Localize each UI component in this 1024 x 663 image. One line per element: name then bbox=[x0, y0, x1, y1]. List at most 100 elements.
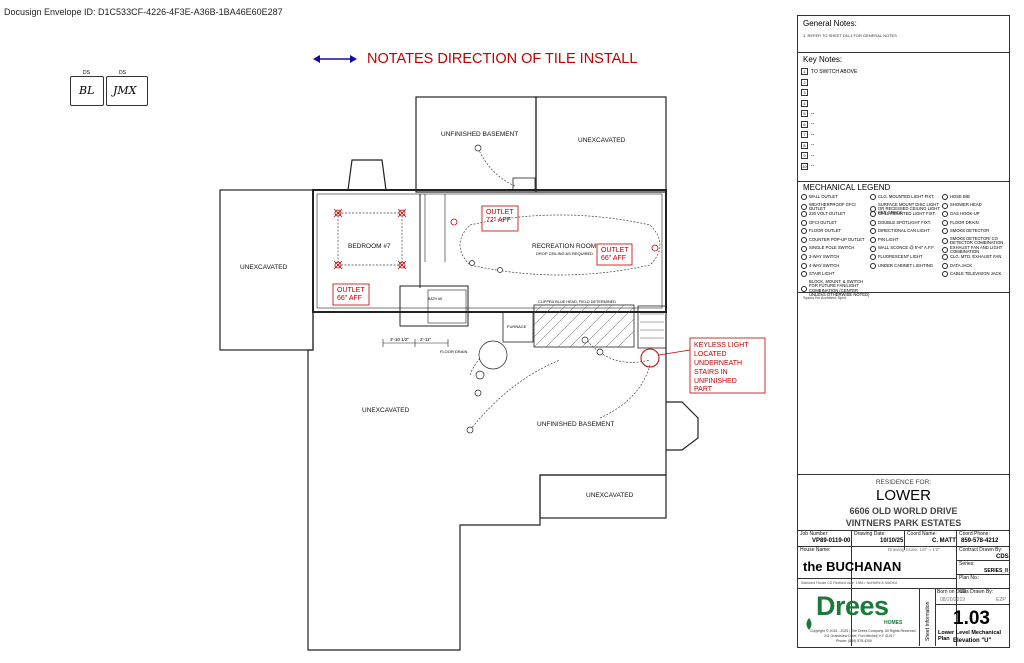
outlet-note-3-line-1: OUTLET bbox=[337, 287, 365, 294]
drees-logo: Drees HOMES bbox=[816, 591, 902, 626]
std-house-note: Standard House CD Revised date: 1984 r N… bbox=[801, 581, 898, 585]
legend-label: CABLE TELEVISION JACK bbox=[950, 271, 1002, 277]
legend-item: GAS HOOK-UP bbox=[942, 210, 980, 218]
legend-item: STAIR LIGHT bbox=[801, 271, 835, 278]
drees-logo-text: Drees bbox=[816, 591, 889, 621]
legend-label: COUNTER POP-UP OUTLET bbox=[809, 236, 865, 242]
coord-phone-label: Coord Phone: bbox=[959, 531, 990, 537]
legend-symbol-icon bbox=[870, 211, 876, 218]
legend-item: 4-WAY SWITCH bbox=[801, 263, 839, 269]
legend-item: SMOKE DETECTOR bbox=[942, 228, 989, 235]
keyless-note-line-4: STAIRS IN bbox=[694, 369, 728, 376]
legend-item: PIN LIGHT bbox=[870, 237, 898, 243]
legend-item: FLOOR OUTLET bbox=[801, 228, 841, 235]
legend-item: SMOKE DETECTOR/ CO DETECTOR COMBINATION bbox=[942, 236, 1009, 246]
legend-item: UNDER CABINET LIGHTING bbox=[870, 263, 933, 269]
legend-label: SHOWER HEAD bbox=[950, 202, 982, 208]
series: SERIES_II bbox=[984, 568, 1008, 574]
legend-item: SINGLE POLE SWITCH bbox=[801, 245, 854, 252]
outlet-note-3-line-2: 66" AFF bbox=[337, 295, 362, 302]
legend-label: GAS HOOK-UP bbox=[950, 210, 980, 216]
outlet-note-1-line-2: 72" AFF bbox=[486, 217, 511, 224]
label-unfinished-basement-top: UNFINISHED BASEMENT bbox=[441, 131, 518, 138]
initial-text-2: JMX bbox=[113, 84, 137, 97]
outlet-note-2-line-1: OUTLET bbox=[601, 247, 629, 254]
legend-item: FLOOR DRAIN bbox=[942, 220, 979, 226]
keyless-note-line-6: PART bbox=[694, 386, 713, 393]
legend-symbol-icon bbox=[801, 262, 807, 269]
legend-symbol-icon bbox=[942, 262, 948, 269]
key-note-item: 10-- bbox=[801, 162, 814, 170]
job-number: VP89-0119-00 bbox=[812, 538, 851, 544]
key-note-text: -- bbox=[811, 142, 815, 148]
envelope-id: Docusign Envelope ID: D1C533CF-4226-4F3E… bbox=[4, 7, 283, 17]
key-note-number: 2 bbox=[801, 78, 808, 86]
plan-no-label: Plan No.: bbox=[959, 575, 980, 581]
legend-symbol-icon bbox=[942, 271, 948, 278]
tile-note: NOTATES DIRECTION OF TILE INSTALL bbox=[367, 51, 638, 67]
general-notes-line-1: 1. REFER TO SHEET DN-1 FOR GENERAL NOTES bbox=[803, 33, 897, 38]
key-note-number: 1 bbox=[801, 68, 808, 75]
sheet-info-label: Sheet Information bbox=[925, 601, 931, 641]
legend-item: 220 VOLT OUTLET bbox=[801, 210, 846, 218]
legend-item: FLUORESCENT LIGHT bbox=[870, 254, 923, 261]
legend-symbol-icon bbox=[870, 237, 876, 243]
label-bedroom: BEDROOM #7 bbox=[348, 243, 391, 250]
legend-symbol-icon bbox=[942, 228, 948, 235]
legend-label: PIN LIGHT bbox=[878, 236, 899, 242]
keyless-note-line-3: UNDERNEATH bbox=[694, 360, 742, 367]
tile-direction-arrow-icon bbox=[313, 55, 357, 63]
key-note-text: -- bbox=[811, 131, 815, 138]
dimension-2: 2'-11" bbox=[420, 337, 432, 342]
legend-item: WALL SCONCE @ 5'-6" A.F.F. bbox=[870, 245, 935, 252]
legend-label: GFCI OUTLET bbox=[809, 219, 837, 225]
legend-label: WALL OUTLET bbox=[809, 193, 838, 199]
legend-symbol-icon bbox=[801, 204, 807, 210]
legend-symbol-icon bbox=[942, 219, 948, 226]
copyright: Copyright © 2015 - 2025 | The Drees Comp… bbox=[810, 629, 917, 633]
key-note-number: 7 bbox=[801, 131, 808, 138]
legend-symbol-icon bbox=[801, 237, 807, 243]
legend-item: DOUBLE SPOTLIGHT FIXT. bbox=[870, 220, 931, 226]
initial-box-1[interactable]: DS BL bbox=[70, 70, 104, 106]
legend-item: WALL OUTLET bbox=[801, 194, 838, 200]
legend-label: DIRECTIONAL CAN LIGHT bbox=[878, 228, 930, 234]
legend-item: SHOWER HEAD bbox=[942, 202, 982, 209]
floor-plan: UNFINISHED BASEMENT UNEXCAVATED UNEXCAVA… bbox=[219, 96, 766, 651]
legend-symbol-icon bbox=[870, 262, 876, 269]
drawing-scale: Drawing Scale: 1/8" = 1'0" bbox=[888, 547, 940, 552]
key-note-item: 6-- bbox=[801, 120, 814, 128]
legend-label: FLOOR DRAIN bbox=[950, 219, 979, 225]
label-unexcavated-bottom: UNEXCAVATED bbox=[586, 492, 634, 499]
legend-symbol-icon bbox=[801, 211, 807, 218]
legend-item: WEATHERPROOF GFCI OUTLET bbox=[801, 202, 871, 212]
legend-label: 220 VOLT OUTLET bbox=[809, 210, 846, 216]
leaf-icon bbox=[806, 618, 812, 630]
key-note-text: -- bbox=[811, 110, 815, 117]
legend-symbol-icon bbox=[801, 219, 807, 226]
initial-box-2[interactable]: DS JMX bbox=[106, 70, 148, 106]
legend-label: CLG. MTD. EXHAUST FAN bbox=[950, 253, 1002, 259]
legend-item: WALL MOUNTED LIGHT FIXT. bbox=[870, 211, 936, 218]
outlet-note-2-line-2: 66" AFF bbox=[601, 255, 626, 262]
legend-item: GFCI OUTLET bbox=[801, 220, 837, 226]
legend-symbol-icon bbox=[801, 194, 807, 200]
residence-name: LOWER bbox=[875, 487, 931, 504]
drees-logo-sub: HOMES bbox=[884, 620, 903, 626]
key-note-number: 8 bbox=[801, 141, 808, 149]
key-note-item: 9-- bbox=[801, 152, 814, 159]
legend-label: DOUBLE SPOTLIGHT FIXT. bbox=[878, 219, 931, 225]
born-on-date: 08/20/2019 bbox=[940, 597, 966, 603]
wall-finished-area bbox=[312, 189, 667, 313]
contract-drawn-label: Contract Drawn By: bbox=[959, 547, 1003, 553]
key-note-number: 5 bbox=[801, 110, 808, 117]
initial-text-1: BL bbox=[79, 84, 95, 97]
wall-unexcavated-bottom bbox=[539, 474, 667, 519]
key-note-item: 2 bbox=[801, 78, 811, 86]
label-unexcavated-center: UNEXCAVATED bbox=[362, 407, 410, 414]
key-note-number: 6 bbox=[801, 120, 808, 128]
legend-item: CLG. MTD. EXHAUST FAN bbox=[942, 253, 1002, 261]
